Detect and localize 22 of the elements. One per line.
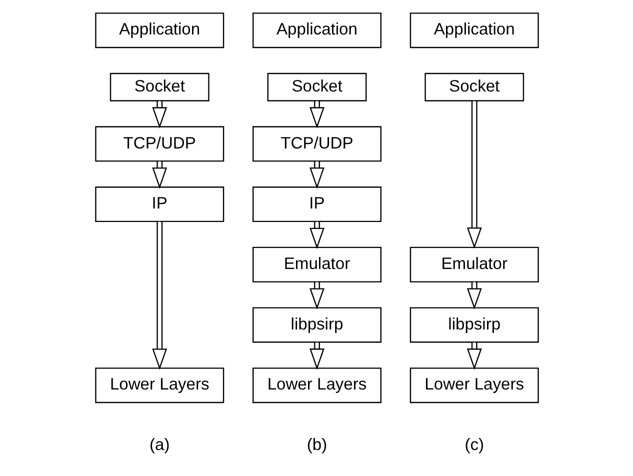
node-box: Lower Layers: [94, 368, 224, 404]
node-box: TCP/UDP: [252, 126, 381, 162]
arrow: [152, 222, 167, 370]
node-box: Socket: [424, 72, 524, 102]
node-box: Application: [409, 12, 538, 48]
node-box: TCP/UDP: [94, 126, 224, 162]
label: (b): [306, 435, 327, 454]
node-box: libpsirp: [409, 307, 538, 343]
node-box: Lower Layers: [252, 368, 381, 404]
label: (c): [464, 435, 484, 454]
arrow: [466, 100, 482, 249]
node-box: Application: [94, 12, 224, 48]
node-box: Socket: [109, 72, 209, 102]
node-box: Emulator: [409, 246, 538, 282]
node-box: Application: [252, 12, 381, 48]
node-box: Lower Layers: [409, 368, 538, 404]
node-box: Socket: [266, 72, 366, 102]
node-box: libpsirp: [252, 307, 381, 343]
node-box: IP: [94, 186, 224, 222]
node-box: Emulator: [252, 246, 381, 282]
label: (a): [149, 435, 170, 454]
node-box: IP: [252, 186, 381, 222]
